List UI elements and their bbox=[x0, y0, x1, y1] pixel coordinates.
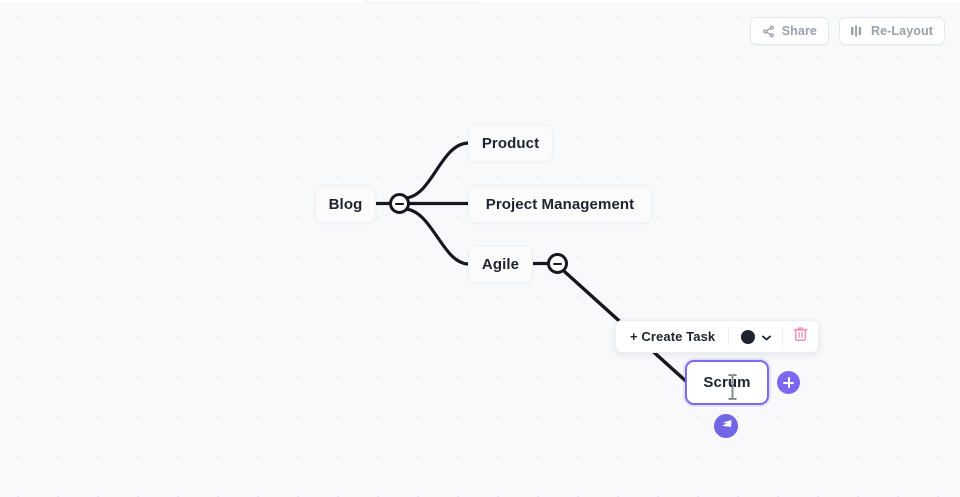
share-button[interactable]: Share bbox=[749, 17, 829, 45]
cursor-pointer-icon bbox=[720, 417, 733, 435]
mindmap-node-product[interactable]: Product bbox=[468, 124, 553, 162]
presence-cursor-badge[interactable] bbox=[714, 414, 738, 438]
mindmap-node-project-management[interactable]: Project Management bbox=[468, 185, 652, 223]
top-actions-bar: Share Re-Layout bbox=[749, 17, 945, 45]
mindmap-node-scrum-selected[interactable]: Scrum bbox=[685, 360, 769, 405]
node-label: Product bbox=[481, 134, 540, 152]
top-edge-bar-left-segment bbox=[0, 0, 366, 3]
mindmap-node-blog[interactable]: Blog bbox=[315, 185, 376, 223]
add-child-node-button-plus-icon[interactable] bbox=[777, 371, 800, 394]
color-swatch bbox=[741, 329, 756, 344]
delete-node-button[interactable] bbox=[784, 322, 816, 351]
create-task-button[interactable]: + Create Task bbox=[618, 322, 727, 351]
mindmap-node-agile[interactable]: Agile bbox=[468, 245, 533, 283]
re-layout-button-label: Re-Layout bbox=[870, 24, 933, 38]
create-task-label: + Create Task bbox=[630, 329, 716, 344]
node-label: Scrum bbox=[703, 374, 751, 391]
node-label: Blog bbox=[328, 195, 363, 213]
toolbar-separator-2 bbox=[782, 327, 784, 346]
collapse-toggle-agile-minus-icon[interactable] bbox=[547, 253, 568, 274]
share-button-label: Share bbox=[781, 24, 817, 38]
trash-icon bbox=[793, 326, 808, 347]
chevron-down-icon bbox=[762, 328, 772, 346]
node-context-toolbar: + Create Task bbox=[615, 320, 820, 353]
toolbar-separator-1 bbox=[728, 327, 730, 346]
re-layout-icon bbox=[850, 25, 864, 37]
top-edge-bar-right-segment bbox=[480, 0, 960, 3]
collapse-toggle-blog-minus-icon[interactable] bbox=[389, 193, 410, 214]
top-edge-bar bbox=[0, 0, 960, 3]
re-layout-button[interactable]: Re-Layout bbox=[838, 17, 945, 45]
node-label: Project Management bbox=[485, 195, 635, 213]
share-icon bbox=[762, 25, 775, 38]
color-picker-button[interactable] bbox=[730, 322, 781, 351]
node-label: Agile bbox=[481, 255, 520, 273]
